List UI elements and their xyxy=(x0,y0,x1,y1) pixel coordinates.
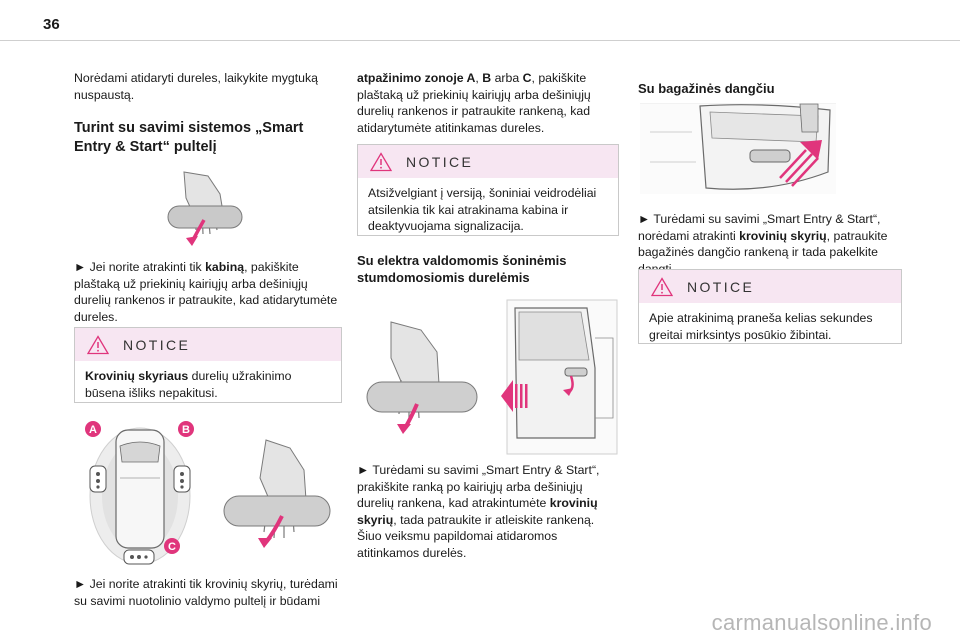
notice-title: NOTICE xyxy=(123,336,191,353)
tailgate-paragraph: ► Turėdami su savimi „Smart Entry & Star… xyxy=(638,212,888,276)
notice-text: Apie atrakinimą praneša kelias sekundes … xyxy=(649,311,873,342)
key-fob-right xyxy=(173,465,191,493)
cargo-unlock-paragraph: ► Jei norite atrakinti tik krovinių skyr… xyxy=(74,577,338,608)
notice-title: NOTICE xyxy=(687,278,755,295)
key-fob-rear xyxy=(123,549,155,565)
column-1-continued: ► Jei norite atrakinti tik kabiną, pakiš… xyxy=(74,259,342,325)
intro-paragraph: Norėdami atidaryti dureles, laikykite my… xyxy=(74,71,318,102)
sliding-door-illustration xyxy=(501,299,618,455)
notice-text: Atsižvelgiant į versiją, šoniniai veidro… xyxy=(368,186,597,233)
column-3-continued: ► Turėdami su savimi „Smart Entry & Star… xyxy=(638,211,902,277)
zone-b-label: B xyxy=(182,424,190,436)
notice-text: Krovinių skyriaus durelių užrakinimo būs… xyxy=(85,369,292,400)
cabin-unlock-paragraph: ► Jei norite atrakinti tik kabiną, pakiš… xyxy=(74,260,338,324)
notice-header: NOTICE xyxy=(639,270,901,303)
notice-header: NOTICE xyxy=(358,145,618,178)
zone-b-badge: B xyxy=(178,421,194,437)
warning-icon xyxy=(651,276,673,296)
column-2-bottom: ► Turėdami su savimi „Smart Entry & Star… xyxy=(357,462,619,561)
lift-arrow xyxy=(779,140,822,187)
notice-header: NOTICE xyxy=(75,328,341,361)
zone-a-label: A xyxy=(89,424,97,436)
notice-box-2: NOTICE Atsižvelgiant į versiją, šoniniai… xyxy=(357,144,619,236)
warning-icon xyxy=(370,151,392,171)
section-heading-sliding-doors: Su elektra valdomomis šoninėmis stumdomo… xyxy=(357,253,567,285)
sliding-door-paragraph: ► Turėdami su savimi „Smart Entry & Star… xyxy=(357,463,600,560)
notice-title: NOTICE xyxy=(406,153,474,170)
zone-c-label: C xyxy=(168,541,176,553)
column-3: Su bagažinės dangčiu xyxy=(638,70,902,97)
warning-icon xyxy=(87,334,109,354)
notice-box-1: NOTICE Krovinių skyriaus durelių užrakin… xyxy=(74,327,342,403)
zone-paragraph: atpažinimo zonoje A, B arba C, pakiškite… xyxy=(357,71,591,135)
page-number: 36 xyxy=(43,16,60,33)
zone-c-badge: C xyxy=(164,538,180,554)
zone-a-badge: A xyxy=(85,421,101,437)
hand-on-handle-illustration xyxy=(167,171,243,246)
watermark: carmanualsonline.info xyxy=(711,610,932,635)
slide-arrow xyxy=(501,380,528,412)
key-fob-left xyxy=(89,465,107,493)
hand-pulling-handle-illustration xyxy=(223,439,331,548)
column-1: Norėdami atidaryti dureles, laikykite my… xyxy=(74,70,342,156)
column-2-section: Su elektra valdomomis šoninėmis stumdomo… xyxy=(357,252,619,286)
tailgate-illustration xyxy=(640,103,836,194)
hand-under-handle-illustration xyxy=(366,321,478,434)
section-heading-smart-entry: Turint su savimi sistemos „Smart Entry &… xyxy=(74,120,304,155)
column-1-bottom: ► Jei norite atrakinti tik krovinių skyr… xyxy=(74,576,342,609)
section-heading-tailgate: Su bagažinės dangčiu xyxy=(638,81,775,96)
notice-box-3: NOTICE Apie atrakinimą praneša kelias se… xyxy=(638,269,902,344)
vehicle-zones-diagram: A B C xyxy=(85,421,194,565)
header-divider xyxy=(0,40,960,41)
column-2: atpažinimo zonoje A, B arba C, pakiškite… xyxy=(357,70,619,136)
